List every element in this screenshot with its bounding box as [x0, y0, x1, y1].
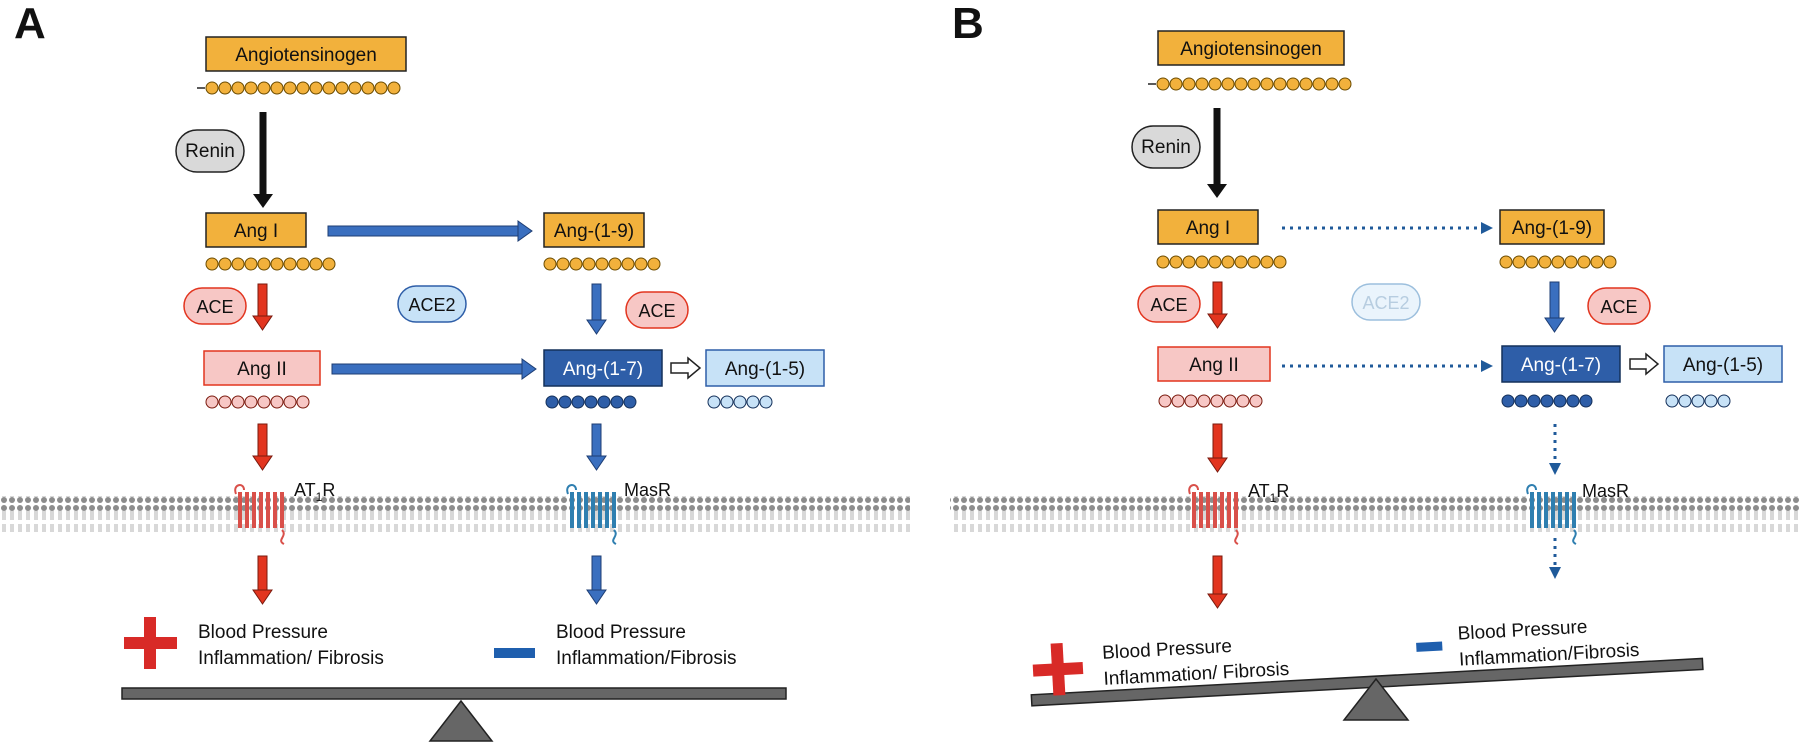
ang17-to-ang15-arrow-b — [1629, 352, 1660, 376]
masr-receptor-icon-b — [1526, 484, 1577, 545]
ang19-to-ang17-arrow-b — [1549, 281, 1560, 319]
ang2-to-at1r-arrow — [257, 423, 268, 457]
ang15-box-b — [1663, 345, 1783, 383]
ang15-label: Ang-(1-5) — [725, 359, 805, 380]
left-effect-line1-b: Blood Pressure — [1102, 636, 1233, 664]
renin-label: Renin — [185, 141, 235, 162]
ang1-label: Ang I — [234, 221, 278, 242]
left-effect-line1: Blood Pressure — [198, 622, 328, 643]
right-effect-line1-b: Blood Pressure — [1457, 617, 1588, 645]
balance-beam-b — [1030, 657, 1704, 707]
left-effect-line2: Inflammation/ Fibrosis — [198, 648, 384, 669]
balance-fulcrum — [428, 699, 494, 742]
ang1-to-ang2-arrow — [257, 283, 268, 317]
ang17-box — [543, 349, 663, 387]
masr-label-b: MasR — [1582, 481, 1629, 501]
ang19-box — [543, 212, 645, 248]
renin-pill — [175, 129, 245, 173]
ang19-box-b — [1499, 209, 1605, 245]
ang19-peptide-chain — [543, 257, 661, 271]
at1r-label-b: AT1R — [1248, 481, 1289, 505]
ang15-peptide-chain — [707, 395, 773, 409]
panel-b: B Angiotensinogen Renin Ang I Ang-(1-9) — [950, 0, 1800, 721]
ang15-label-b: Ang-(1-5) — [1683, 355, 1763, 376]
ang2-peptide-chain-b — [1158, 394, 1263, 408]
angiotensinogen-peptide-chain — [205, 81, 401, 95]
ace-right-pill-b — [1587, 287, 1651, 325]
renin-label-b: Renin — [1141, 137, 1191, 158]
ang19-to-ang17-arrow — [591, 283, 602, 321]
at1r-receptor-icon — [234, 484, 285, 545]
ang1-box-b — [1157, 209, 1259, 245]
ace-left-pill — [183, 287, 247, 325]
cell-membrane — [0, 496, 910, 532]
cell-membrane-b — [950, 496, 1800, 532]
masr-effect-arrow — [591, 555, 602, 591]
ace-right-pill — [625, 291, 689, 329]
ang1-label-b: Ang I — [1186, 218, 1230, 239]
at1r-effect-arrow — [257, 555, 268, 591]
ang19-peptide-chain-b — [1499, 255, 1617, 269]
ang2-to-at1r-arrow-b — [1212, 423, 1223, 459]
angiotensinogen-box-b — [1157, 30, 1345, 66]
ace2-label-b: ACE2 — [1362, 293, 1409, 313]
ang2-label-b: Ang II — [1189, 355, 1239, 376]
ang17-to-ang15-arrow — [670, 356, 702, 380]
ace-left-pill-b — [1137, 285, 1201, 323]
masr-receptor-icon — [566, 484, 617, 545]
ang19-label: Ang-(1-9) — [554, 221, 634, 242]
angiotensinogen-label: Angiotensinogen — [235, 45, 377, 66]
ang15-box — [705, 349, 825, 387]
ang2-label: Ang II — [237, 359, 287, 380]
right-effect-line2: Inflammation/Fibrosis — [556, 648, 737, 669]
panel-b-letter: B — [952, 0, 984, 48]
plus-sign-icon-b — [1032, 643, 1084, 696]
balance-beam — [121, 687, 787, 700]
ang2-box-b — [1157, 346, 1271, 382]
ace2-pill — [397, 285, 467, 323]
at1r-receptor-icon-b — [1188, 484, 1239, 545]
balance-fulcrum-b — [1342, 677, 1410, 721]
right-effect-line1: Blood Pressure — [556, 622, 686, 643]
ang17-to-masr-arrow — [591, 423, 602, 457]
plus-sign-icon — [124, 617, 177, 669]
at1r-label: AT1R — [294, 480, 335, 504]
ang17-peptide-chain-b — [1501, 394, 1593, 408]
at1r-effect-arrow-b — [1212, 555, 1223, 595]
ang1-to-ang19-arrow — [327, 225, 519, 237]
ang15-peptide-chain-b — [1665, 394, 1731, 408]
ace2-pill-b — [1351, 283, 1421, 321]
masr-label: MasR — [624, 480, 671, 500]
ang1-to-ang2-arrow-b — [1212, 281, 1223, 315]
angiotensinogen-box — [205, 36, 407, 72]
ang2-box — [203, 350, 321, 386]
renin-pill-b — [1131, 125, 1201, 169]
panel-a: A Angiotensinogen Renin Ang I Ang-(1-9) — [0, 0, 910, 742]
ace-left-label-b: ACE — [1150, 295, 1187, 315]
minus-sign-icon — [494, 648, 535, 658]
ang2-peptide-chain — [205, 395, 310, 409]
ang17-label: Ang-(1-7) — [563, 359, 643, 380]
ang19-label-b: Ang-(1-9) — [1512, 218, 1592, 239]
ang1-peptide-chain-b — [1156, 255, 1287, 269]
ang17-peptide-chain — [545, 395, 637, 409]
minus-sign-icon-b — [1416, 641, 1443, 652]
ang17-box-b — [1501, 345, 1621, 383]
ang2-to-ang17-arrow — [331, 363, 523, 375]
ace2-label: ACE2 — [408, 295, 455, 315]
angiotensinogen-peptide-chain-b — [1156, 77, 1352, 91]
ace-right-label: ACE — [638, 301, 675, 321]
panel-a-letter: A — [14, 0, 46, 48]
ang1-peptide-chain — [205, 257, 336, 271]
ang1-box — [205, 212, 307, 248]
ace-right-label-b: ACE — [1600, 297, 1637, 317]
angiotensinogen-label-b: Angiotensinogen — [1180, 39, 1322, 60]
ang17-label-b: Ang-(1-7) — [1521, 355, 1601, 376]
ace-left-label: ACE — [196, 297, 233, 317]
